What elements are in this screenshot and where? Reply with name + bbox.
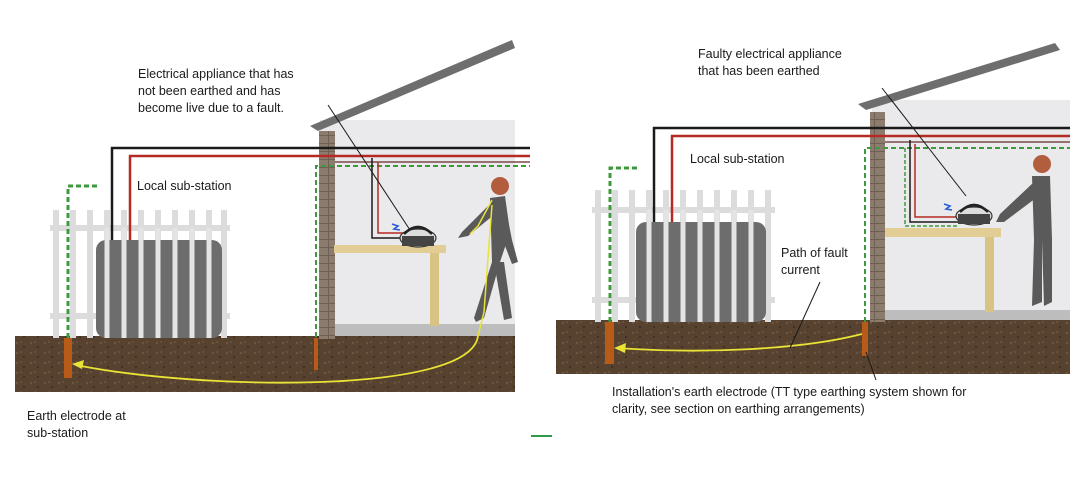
- roof: [858, 43, 1060, 110]
- earth-wire-substation: [608, 166, 640, 322]
- kettle-appliance: [943, 203, 993, 226]
- table-top: [885, 228, 1001, 237]
- substation-earth-electrode: [605, 322, 614, 364]
- left-substation-label: Local sub-station: [137, 179, 232, 193]
- leader-line-right-appliance: [881, 87, 967, 197]
- fault-current-return-path: [75, 335, 479, 384]
- fault-current-path: [617, 333, 863, 352]
- wire-black: [110, 146, 530, 240]
- kettle-appliance: [391, 223, 437, 248]
- appliance-earth-wire: [904, 148, 958, 227]
- substation-earth-electrode: [64, 338, 72, 378]
- roof: [310, 40, 515, 131]
- wire-red: [670, 134, 1070, 222]
- table-top: [334, 245, 446, 253]
- installation-earth-electrode: [862, 322, 868, 356]
- brick-pillar: [319, 131, 335, 339]
- fault-current-path-body: [469, 199, 493, 337]
- earth-wire-house: [864, 147, 1070, 322]
- person-touching-appliance: [458, 177, 518, 322]
- floor: [320, 324, 515, 336]
- wire-black: [652, 126, 1070, 222]
- person-standing: [996, 155, 1052, 306]
- fault-path-label: Path of fault current: [781, 246, 848, 277]
- right-panel: [556, 43, 1070, 381]
- left-panel: [15, 40, 530, 392]
- soil: [15, 336, 515, 392]
- left-electrode-label: Earth electrode at sub-station: [27, 409, 126, 440]
- right-substation-label: Local sub-station: [690, 152, 785, 166]
- brick-pillar: [870, 112, 885, 322]
- wire-red: [128, 154, 530, 240]
- leader-line-installation-electrode: [865, 351, 877, 381]
- right-appliance-label: Faulty electrical appliance that has bee…: [698, 47, 842, 78]
- earth-wire-house: [315, 165, 530, 345]
- leader-line-fault-path: [789, 281, 821, 349]
- house-earth-stake: [314, 338, 318, 370]
- left-appliance-label: Electrical appliance that has not been e…: [138, 67, 294, 115]
- floor: [872, 310, 1070, 320]
- leader-line-left-appliance: [327, 104, 411, 231]
- soil: [556, 320, 1070, 374]
- installation-electrode-label: Installation's earth electrode (TT type …: [612, 385, 967, 416]
- earth-wire-substation: [66, 184, 100, 338]
